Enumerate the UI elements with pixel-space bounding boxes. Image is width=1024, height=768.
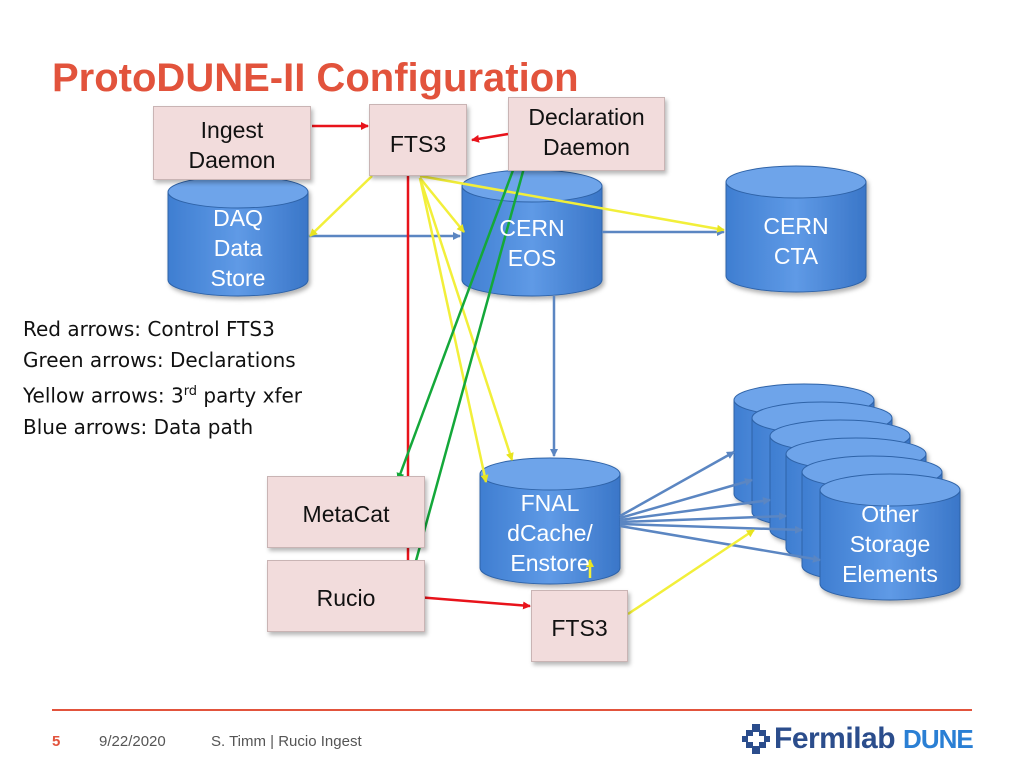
footer-author: S. Timm | Rucio Ingest [211, 733, 362, 750]
fts3-bottom-to-se-arrow [627, 528, 755, 616]
legend-green: Green arrows: Declarations [23, 348, 296, 372]
declaration-daemon-label: Declaration Daemon [528, 104, 645, 160]
fnal-to-se2-arrow [619, 478, 753, 520]
fnal-dcache-enstore-label: FNAL dCache/ Enstore [507, 490, 593, 576]
declaration-daemon-box: Declaration Daemon [508, 97, 665, 171]
arrow-legend: Red arrows: Control FTS3 Green arrows: D… [23, 314, 302, 443]
declaration-to-rucio-arrow [411, 145, 532, 569]
fts3-to-cta-arrow [419, 174, 725, 233]
rucio-label: Rucio [316, 585, 376, 611]
fnal-dcache-enstore-cylinder [479, 457, 621, 585]
footer-date: 9/22/2020 [99, 733, 166, 750]
legend-red: Red arrows: Control FTS3 [23, 317, 275, 341]
fts3-bottom-label: FTS3 [551, 615, 608, 641]
cern-cta-label: CERN CTA [763, 213, 829, 269]
fnal-to-se5-arrow [619, 522, 803, 534]
fnal-to-se3-arrow [619, 496, 771, 522]
page-number: 5 [52, 733, 61, 750]
fts3-top-box: FTS3 [369, 104, 467, 176]
rucio-box: Rucio [267, 560, 425, 632]
fts3-bottom-box: FTS3 [531, 590, 628, 662]
other-storage-elements-stack [733, 383, 961, 601]
blue-arrows [308, 228, 821, 563]
legend-yellow-prefix: Yellow arrows: 3 [23, 383, 184, 408]
legend-yellow-suffix: party xfer [197, 383, 303, 408]
cern-cta-cylinder [725, 165, 867, 293]
dune-logo-text: DUNE [903, 723, 974, 754]
daq-data-store-label: DAQ Data Store [210, 205, 266, 291]
metacat-box: MetaCat [267, 476, 425, 548]
fnal-to-se1-arrow [619, 450, 735, 518]
ingest-daemon-box: Ingest Daemon [153, 106, 311, 180]
fts3-to-fnal-arrow-a [418, 177, 514, 461]
fermilab-icon [742, 724, 770, 754]
daq-data-store-cylinder [167, 175, 309, 297]
green-arrows [396, 145, 532, 569]
fnal-to-se4-arrow [619, 512, 787, 524]
fermilab-logo-text: Fermilab [774, 722, 896, 755]
fts3-to-daq-arrow [309, 175, 373, 237]
metacat-label: MetaCat [302, 501, 390, 527]
footer-divider [52, 709, 972, 711]
fnal-to-se6-arrow [619, 524, 821, 563]
fts3-to-eos-arrow [419, 177, 465, 233]
cern-eos-label: CERN EOS [499, 215, 565, 271]
declaration-to-metacat-arrow [396, 145, 524, 481]
ingest-daemon-label: Ingest Daemon [188, 117, 276, 173]
slide-title: ProtoDUNE-II Configuration [52, 56, 579, 100]
other-storage-elements-label: Other Storage Elements [842, 501, 938, 587]
legend-yellow: Yellow arrows: 3rd party xfer [23, 376, 302, 412]
rucio-to-fts3-bottom-arrow [403, 594, 531, 610]
fermilab-dune-logo: Fermilab DUNE [742, 722, 974, 756]
fts3-top-label: FTS3 [389, 131, 447, 157]
legend-yellow-superscript: rd [183, 384, 198, 399]
declaration-to-fts3-arrow [471, 132, 509, 143]
legend-blue: Blue arrows: Data path [23, 414, 254, 439]
